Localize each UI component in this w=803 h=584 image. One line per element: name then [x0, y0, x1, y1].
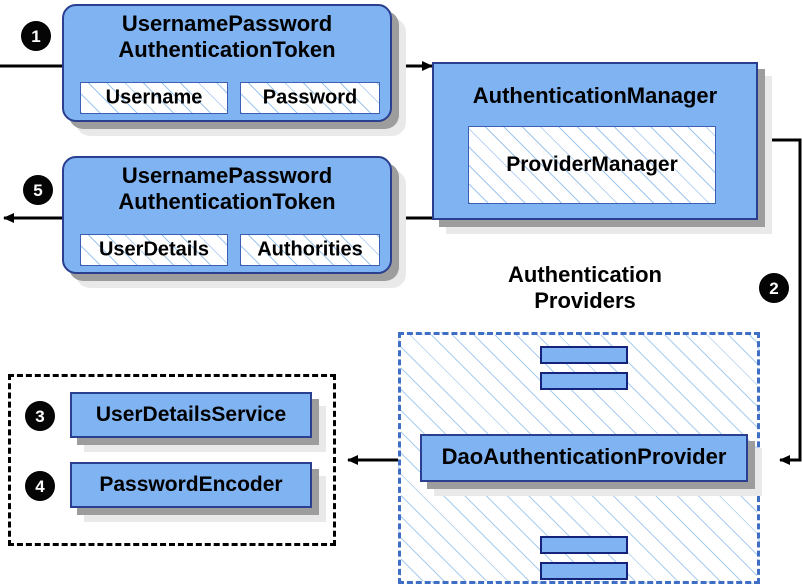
dao-authentication-provider-label: DaoAuthenticationProvider — [441, 444, 727, 469]
response-token-title-line1: UsernamePassword — [121, 163, 333, 188]
request-token-title-line1: UsernamePassword — [121, 11, 333, 36]
provider-placeholder-bottom-2 — [540, 562, 628, 580]
password-encoder-node[interactable]: PasswordEncoder — [70, 462, 326, 522]
authentication-manager-node[interactable]: AuthenticationManager ProviderManager — [432, 62, 772, 234]
field-user-details[interactable]: UserDetails — [80, 234, 228, 266]
request-token-node[interactable]: UsernamePassword AuthenticationToken Use… — [62, 4, 406, 136]
authentication-manager-title: AuthenticationManager — [472, 83, 718, 108]
request-token-title-line2: AuthenticationToken — [118, 37, 336, 62]
field-authorities-label: Authorities — [257, 238, 363, 261]
field-username-label: Username — [105, 86, 203, 109]
user-details-service-node[interactable]: UserDetailsService — [70, 392, 326, 452]
provider-placeholder-bottom-1 — [540, 536, 628, 554]
step-badge-1: 1 — [22, 22, 50, 50]
services-container[interactable] — [8, 374, 336, 546]
field-user-details-label: UserDetails — [98, 238, 210, 261]
field-password[interactable]: Password — [240, 82, 380, 114]
provider-manager-box[interactable]: ProviderManager — [468, 126, 716, 204]
step-badge-3: 3 — [26, 402, 54, 430]
provider-placeholder-top-1 — [540, 346, 628, 364]
field-username[interactable]: Username — [80, 82, 228, 114]
step-badge-2: 2 — [760, 274, 788, 302]
password-encoder-label: PasswordEncoder — [99, 473, 283, 496]
response-token-node[interactable]: UsernamePassword AuthenticationToken Use… — [62, 156, 406, 288]
step-badge-5: 5 — [24, 176, 52, 204]
field-password-label: Password — [262, 86, 358, 109]
dao-authentication-provider-face: DaoAuthenticationProvider — [420, 434, 748, 482]
authentication-providers-label-line1: Authentication — [508, 262, 662, 287]
provider-manager-label: ProviderManager — [506, 153, 678, 176]
step-badge-4: 4 — [26, 472, 54, 500]
dao-authentication-provider-node[interactable]: DaoAuthenticationProvider — [420, 434, 762, 496]
response-token-face: UsernamePassword AuthenticationToken Use… — [62, 156, 392, 274]
password-encoder-face: PasswordEncoder — [70, 462, 312, 508]
provider-placeholder-top-2 — [540, 372, 628, 390]
response-token-title-line2: AuthenticationToken — [118, 189, 336, 214]
field-authorities[interactable]: Authorities — [240, 234, 380, 266]
authentication-manager-face: AuthenticationManager ProviderManager — [432, 62, 758, 220]
request-token-face: UsernamePassword AuthenticationToken Use… — [62, 4, 392, 122]
authentication-providers-label-line2: Providers — [534, 288, 636, 313]
user-details-service-label: UserDetailsService — [95, 403, 287, 426]
user-details-service-face: UserDetailsService — [70, 392, 312, 438]
